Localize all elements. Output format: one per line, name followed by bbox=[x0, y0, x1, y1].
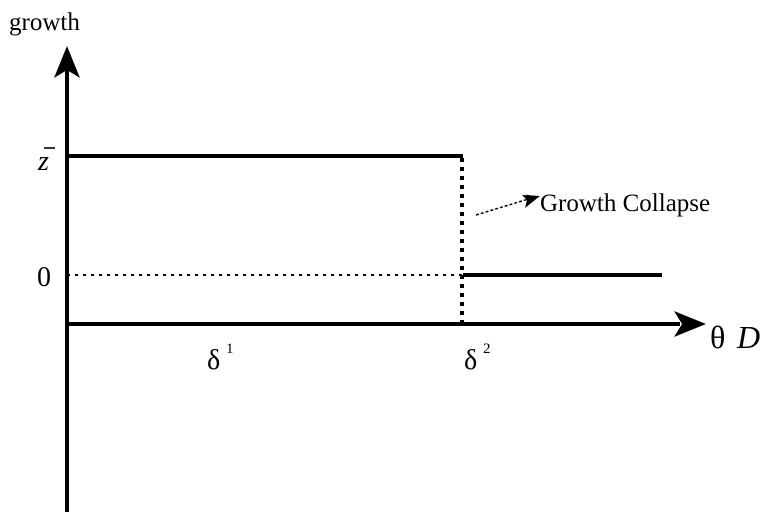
x-tick-delta2: δ 2 bbox=[464, 341, 491, 376]
annotation-arrow bbox=[475, 194, 537, 216]
x-axis-theta: θ bbox=[710, 319, 725, 355]
annotation-label: Growth Collapse bbox=[540, 190, 710, 217]
y-tick-zbar-label: z bbox=[37, 146, 49, 177]
x-axis-label: θ D bbox=[710, 319, 760, 355]
y-tick-zero: 0 bbox=[37, 262, 51, 293]
delta1-sup: 1 bbox=[226, 341, 234, 357]
delta2-base: δ bbox=[464, 345, 477, 376]
y-axis-arrowhead bbox=[54, 46, 80, 78]
y-tick-zbar: z bbox=[37, 146, 55, 177]
x-axis-arrowhead bbox=[674, 311, 706, 337]
annotation-arrowhead-solid bbox=[522, 195, 540, 208]
x-tick-delta1: δ 1 bbox=[207, 341, 234, 376]
x-axis-d: D bbox=[736, 319, 760, 355]
y-axis-label: growth bbox=[9, 9, 80, 36]
delta2-sup: 2 bbox=[483, 341, 491, 357]
delta1-base: δ bbox=[207, 345, 220, 376]
